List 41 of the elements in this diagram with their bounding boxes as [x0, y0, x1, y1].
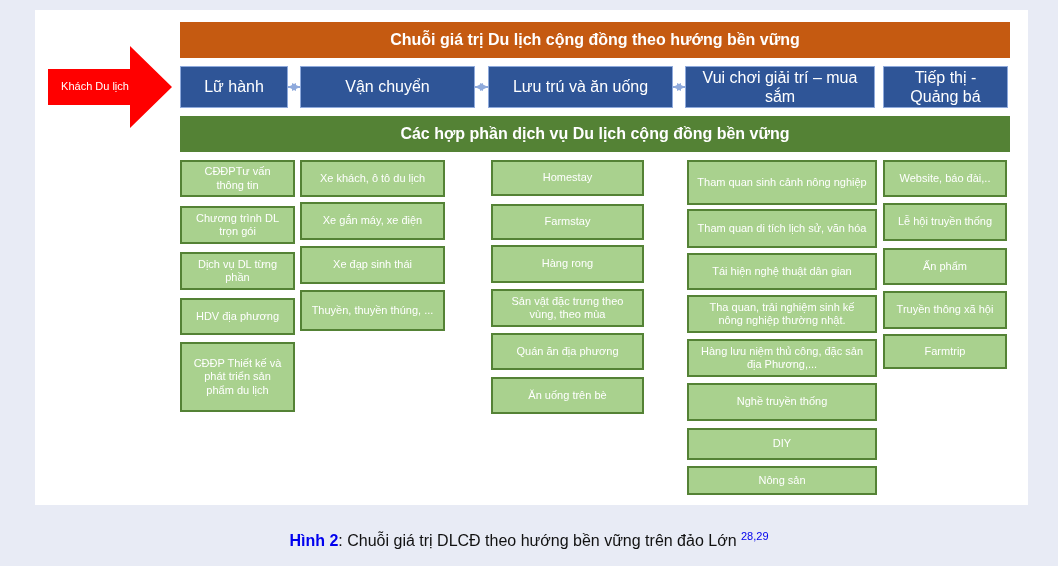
service-box: Nông sản [687, 466, 877, 495]
chain-stage-box: Vui chơi giải trí – mua sắm [685, 66, 875, 108]
service-box: Xe đạp sinh thái [300, 246, 445, 284]
service-box: CĐĐPTư vấn thông tin [180, 160, 295, 197]
service-box: Farmstay [491, 204, 644, 240]
service-box: HDV địa phương [180, 298, 295, 335]
service-box: Hàng lưu niệm thủ công, đặc sản địa Phương,... [687, 339, 877, 377]
connector-arrow [474, 83, 489, 91]
header-band: Chuỗi giá trị Du lịch cộng đồng theo hướng bền vững [180, 22, 1010, 58]
service-box: Thuyền, thuyền thúng, ... [300, 290, 445, 331]
service-box: Sản vật đặc trưng theo vùng, theo mùa [491, 289, 644, 327]
service-box: Farmtrip [883, 334, 1007, 369]
service-box: Quán ăn địa phương [491, 333, 644, 370]
service-box: Nghề truyền thống [687, 383, 877, 421]
figure-caption: Hình 2: Chuỗi giá trị DLCĐ theo hướng bền vững trên đảo Lớn $^{28,29}$ [288, 530, 770, 551]
connector-arrow [287, 83, 301, 91]
chain-stage-box: Vận chuyển [300, 66, 475, 108]
service-box: Xe khách, ô tô du lịch [300, 160, 445, 197]
service-box: Dịch vụ DL từng phần [180, 252, 295, 290]
header-band: Các hợp phần dịch vụ Du lịch cộng đồng bền vững [180, 116, 1010, 152]
service-box: Tham quan sinh cảnh nông nghiệp [687, 160, 877, 205]
chain-stage-box: Lưu trú và ăn uống [488, 66, 673, 108]
service-box: Tham quan di tích lịch sử, văn hóa [687, 209, 877, 248]
chain-stage-box: Lữ hành [180, 66, 288, 108]
service-box: Chương trình DL trọn gói [180, 206, 295, 244]
service-box: Website, báo đài,.. [883, 160, 1007, 197]
block-arrow [48, 46, 172, 128]
arrow-label: Khách Du lịch [61, 80, 129, 94]
service-box: Xe gắn máy, xe điện [300, 202, 445, 240]
service-box: Ấn phẩm [883, 248, 1007, 285]
service-box: Tha quan, trải nghiệm sinh kế nông nghiệp thường nhật. [687, 295, 877, 333]
service-box: Lễ hội truyền thống [883, 203, 1007, 241]
connector-arrow [672, 83, 686, 91]
service-box: Homestay [491, 160, 644, 196]
service-box: DIY [687, 428, 877, 460]
service-box: CĐĐP Thiết kế và phát triển sản phẩm du lịch [180, 342, 295, 412]
chain-stage-box: Tiếp thị - Quảng bá [883, 66, 1008, 108]
service-box: Tái hiện nghệ thuật dân gian [687, 253, 877, 290]
service-box: Hàng rong [491, 245, 644, 283]
service-box: Truyền thông xã hội [883, 291, 1007, 329]
service-box: Ăn uống trên bè [491, 377, 644, 414]
